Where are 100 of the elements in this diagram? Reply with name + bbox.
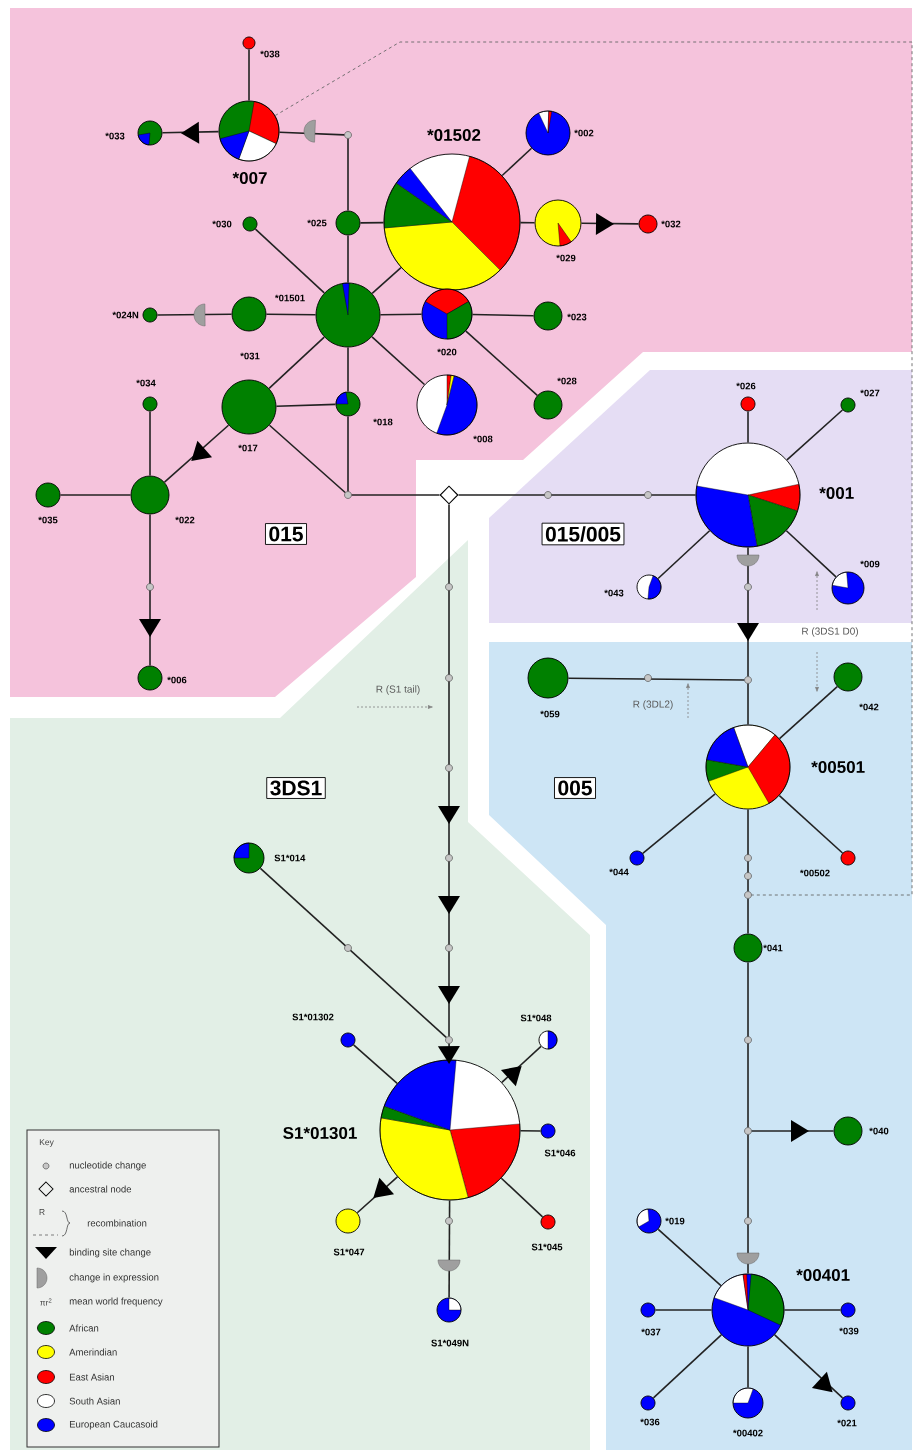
connector [149, 410, 151, 477]
connector [379, 313, 423, 316]
recombination-label: R (S1 tail) [376, 685, 420, 695]
haplotype-label: *028 [557, 377, 577, 385]
connector [654, 1309, 713, 1311]
legend-text: nucleotide change [69, 1161, 146, 1171]
haplotype-label: *025 [307, 219, 327, 227]
ancestral-node-diamond [439, 485, 459, 505]
haplotype-label: *030 [212, 220, 232, 228]
haplotype-label: *032 [661, 220, 681, 228]
connector [438, 503, 460, 1037]
haplotype-label: *008 [473, 435, 493, 443]
legend-text: binding site change [69, 1248, 151, 1258]
connector [156, 313, 233, 316]
legend-text: South Asian [69, 1397, 120, 1405]
connector [652, 1334, 723, 1399]
haplotype-label: *031 [240, 352, 260, 360]
haplotype-label: *023 [567, 313, 587, 321]
connector [778, 685, 839, 740]
haplotype-label: *041 [763, 944, 783, 952]
connector [751, 1120, 835, 1142]
connector [356, 1176, 399, 1214]
group-label: 015/005 [541, 522, 625, 546]
connector [371, 336, 426, 386]
connector [783, 1309, 842, 1311]
connector [778, 794, 844, 854]
haplotype-label: *035 [38, 516, 58, 524]
connector [278, 131, 345, 136]
connector [500, 1045, 542, 1087]
haplotype-label: *038 [260, 50, 280, 58]
haplotype-label: *022 [175, 516, 195, 524]
haplotype-label: *036 [640, 1418, 660, 1426]
haplotype-label: *029 [556, 254, 576, 262]
haplotype-label: *002 [574, 129, 594, 137]
haplotype-label: *042 [859, 703, 879, 711]
key-heading: Key [39, 1139, 54, 1147]
connector [259, 867, 447, 1039]
legend-text: African [69, 1324, 99, 1332]
connector [437, 1043, 460, 1064]
haplotype-label: *021 [837, 1419, 857, 1427]
connector [747, 1134, 749, 1275]
connector [500, 1177, 544, 1218]
legend-text: European Caucasoid [70, 1420, 158, 1430]
haplotype-label: S1*048 [520, 1014, 552, 1022]
haplotype-label: *006 [167, 676, 187, 684]
haplotype-label: *024N [112, 311, 139, 319]
haplotype-label: *00401 [796, 1269, 850, 1282]
connector [163, 424, 230, 483]
connector [161, 121, 220, 144]
connector [737, 546, 759, 677]
connector [254, 228, 326, 294]
connector [747, 1345, 749, 1389]
legend-text: recombination [87, 1219, 147, 1227]
haplotype-label: *037 [641, 1328, 661, 1336]
connector [471, 313, 535, 317]
connector [359, 221, 385, 224]
connector [347, 415, 349, 492]
haplotype-label: *059 [540, 710, 560, 718]
haplotype-label: *007 [232, 172, 267, 185]
connector [641, 793, 716, 855]
haplotype-label: *009 [860, 560, 880, 568]
haplotype-label: S1*01302 [292, 1013, 334, 1021]
haplotype-label: *01502 [427, 129, 481, 142]
connector [747, 808, 749, 892]
haplotype-label: *040 [869, 1127, 889, 1135]
haplotype-label: *00502 [800, 869, 830, 877]
group-label: 3DS1 [266, 777, 326, 799]
legend-text: East Asian [70, 1373, 114, 1381]
connector [351, 494, 441, 496]
connector [519, 221, 536, 224]
connector [786, 409, 844, 461]
haplotype-label: *00402 [733, 1429, 763, 1437]
connector [248, 48, 250, 102]
legend-text: ancestral node [69, 1185, 132, 1193]
haplotype-label: *020 [437, 348, 457, 356]
haplotype-label: *034 [136, 379, 156, 387]
haplotype-label: *043 [604, 589, 624, 597]
haplotype-label: S1*046 [544, 1149, 576, 1157]
connector [139, 513, 161, 667]
symbol-label: R [39, 1209, 45, 1215]
connector [268, 336, 326, 390]
connector [747, 683, 749, 726]
connector [773, 1334, 844, 1399]
haplotype-label: S1*01301 [283, 1127, 357, 1140]
haplotype-label: *033 [105, 132, 125, 140]
legend-text: Amerindian [69, 1348, 117, 1356]
connector [347, 346, 349, 393]
connector [457, 494, 697, 496]
connector [657, 529, 711, 580]
connector [371, 266, 402, 295]
haplotype-label: *00501 [811, 761, 865, 774]
haplotype-label: *017 [238, 444, 258, 452]
connector [268, 424, 346, 494]
connector [465, 330, 539, 397]
legend-text: change in expression [69, 1273, 159, 1283]
connector [448, 1199, 451, 1299]
symbol-label: πr$^{2}$ [40, 1298, 52, 1306]
recombination-label: R (3DS1 D0) [802, 627, 858, 637]
haplotype-label: *01501 [275, 294, 305, 302]
connector [347, 234, 349, 284]
